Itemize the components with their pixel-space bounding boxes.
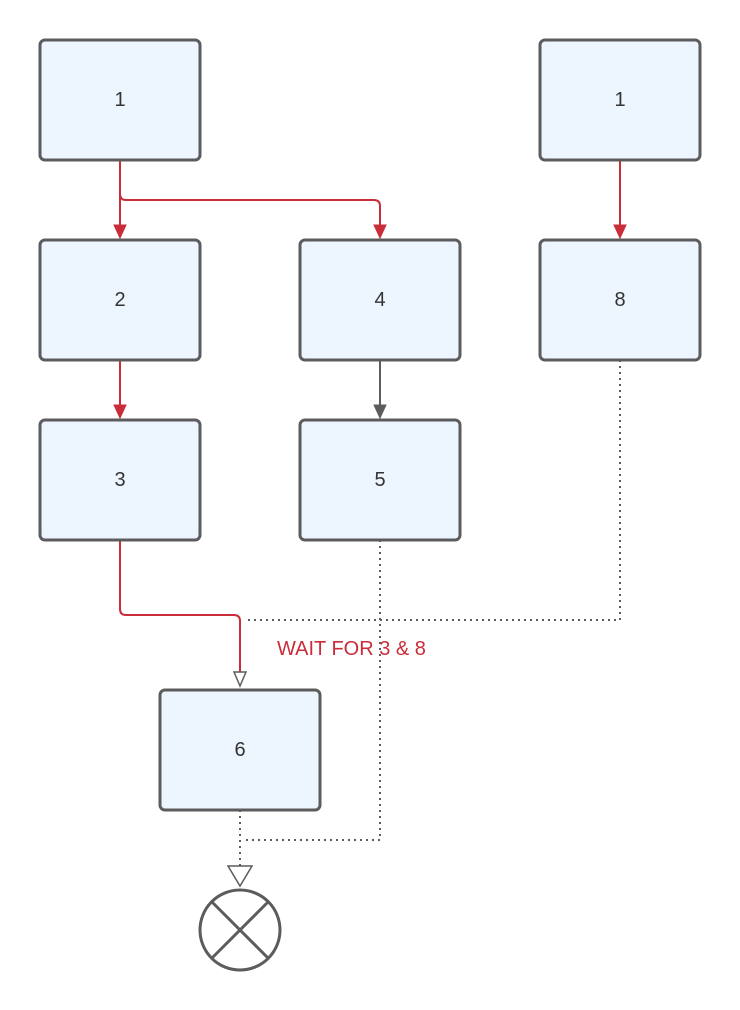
node-8[interactable]: 8: [538, 238, 702, 362]
node-5[interactable]: 5: [298, 418, 462, 542]
arrowhead-1-to-2: [113, 224, 127, 240]
edge-8-to-6-dotted: [244, 360, 621, 621]
node-1-right-label: 1: [614, 89, 625, 111]
arrowhead-into-end: [226, 865, 254, 888]
node-4-label: 4: [374, 289, 385, 311]
node-6-label: 6: [234, 739, 245, 761]
node-2-label: 2: [114, 289, 125, 311]
node-1-right[interactable]: 1: [538, 38, 702, 162]
node-3[interactable]: 3: [38, 418, 202, 542]
edge-5-to-end-dotted: [244, 540, 381, 841]
arrowhead-4-to-5: [373, 404, 387, 420]
arrowhead-2-to-3: [113, 404, 127, 420]
node-1-left-label: 1: [114, 89, 125, 111]
node-4[interactable]: 4: [298, 238, 462, 362]
node-2[interactable]: 2: [38, 238, 202, 362]
arrowhead-into-6: [232, 671, 248, 688]
node-5-label: 5: [374, 469, 385, 491]
node-8-label: 8: [614, 289, 625, 311]
arrowhead-1-to-4: [373, 224, 387, 240]
edge-1-to-4: [119, 160, 381, 226]
node-6[interactable]: 6: [158, 688, 322, 812]
x-circle-icon[interactable]: [198, 888, 282, 972]
wait-label: WAIT FOR 3 & 8: [277, 638, 426, 660]
edge-3-to-6: [119, 540, 241, 672]
arrowhead-1-to-8: [613, 224, 627, 240]
node-3-label: 3: [114, 469, 125, 491]
node-1-left[interactable]: 1: [38, 38, 202, 162]
